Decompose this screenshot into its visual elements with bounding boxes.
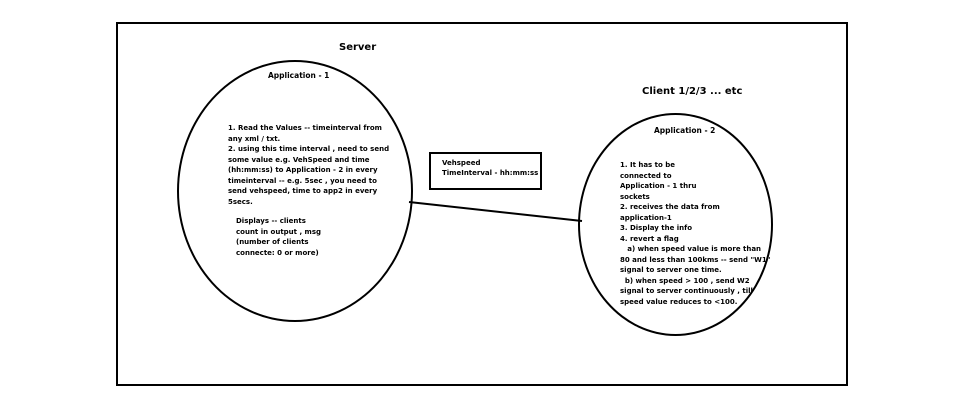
client-description: 1. It has to be connected to Application… xyxy=(620,161,771,306)
message-line-1: Vehspeed xyxy=(442,159,481,167)
client-title: Client 1/2/3 ... etc xyxy=(642,86,743,97)
message-box xyxy=(429,152,542,190)
client-app-label: Application - 2 xyxy=(654,126,716,135)
server-client-connector xyxy=(408,201,583,222)
client-application-circle xyxy=(578,113,773,336)
server-display-note: Displays -- clients count in output , ms… xyxy=(236,217,322,257)
server-application-circle xyxy=(177,60,413,322)
server-app-label: Application - 1 xyxy=(268,71,330,80)
server-description: 1. Read the Values -- timeinterval from … xyxy=(228,124,390,206)
message-line-2: TimeInterval - hh:mm:ss xyxy=(442,169,539,177)
server-title: Server xyxy=(339,42,377,53)
diagram-frame xyxy=(116,22,848,386)
